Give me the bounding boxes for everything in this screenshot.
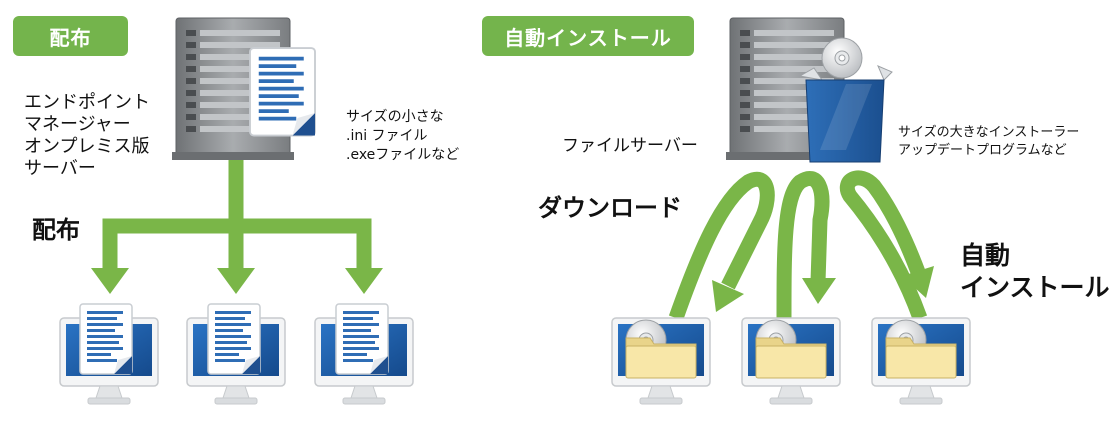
endpoint-server-label-line-4: サーバー — [24, 158, 96, 179]
large-installer-note-line-2: アップデートプログラムなど — [898, 143, 1067, 158]
file-server-label: ファイルサーバー — [562, 136, 698, 156]
small-file-note-line-1: サイズの小さな — [346, 109, 444, 125]
auto-install-label: 自動 インストール — [960, 240, 1110, 304]
package-box-icon — [798, 37, 893, 163]
small-file-note-line-2: .ini ファイル — [346, 128, 428, 144]
download-install-arrows — [668, 170, 928, 321]
endpoint-server-label-line-2: マネージャー — [24, 114, 131, 135]
large-installer-note: サイズの大きなインストーラー アップデートプログラムなど — [898, 124, 1079, 160]
auto-install-label-line-1: 自動 — [960, 241, 1011, 270]
distribution-arrowheads — [91, 268, 383, 294]
auto-install-label-line-2: インストール — [960, 273, 1110, 302]
endpoint-server-label-line-3: オンプレミス版 — [24, 136, 150, 157]
client-document-icon-1 — [79, 303, 133, 375]
endpoint-server-label-line-1: エンドポイント — [24, 92, 150, 113]
left-document-icon — [249, 47, 316, 137]
small-file-note: サイズの小さな .ini ファイル .exeファイルなど — [346, 108, 459, 165]
client-folder-monitor-icon-2 — [742, 318, 840, 404]
badge-distribution: 配布 — [13, 16, 128, 56]
client-folder-monitor-icon-1 — [612, 318, 710, 404]
download-label: ダウンロード — [538, 194, 682, 222]
distribution-arrows — [102, 160, 372, 272]
distribution-arrow-label: 配布 — [32, 216, 80, 244]
badge-auto-install: 自動インストール — [482, 16, 694, 56]
small-file-note-line-3: .exeファイルなど — [346, 147, 460, 163]
client-document-icon-3 — [335, 303, 389, 375]
download-install-arrowheads — [712, 266, 934, 312]
client-document-icon-2 — [207, 303, 261, 375]
endpoint-server-label: エンドポイント マネージャー オンプレミス版 サーバー — [24, 92, 150, 180]
large-installer-note-line-1: サイズの大きなインストーラー — [898, 125, 1080, 140]
client-folder-monitor-icon-3 — [872, 318, 970, 404]
